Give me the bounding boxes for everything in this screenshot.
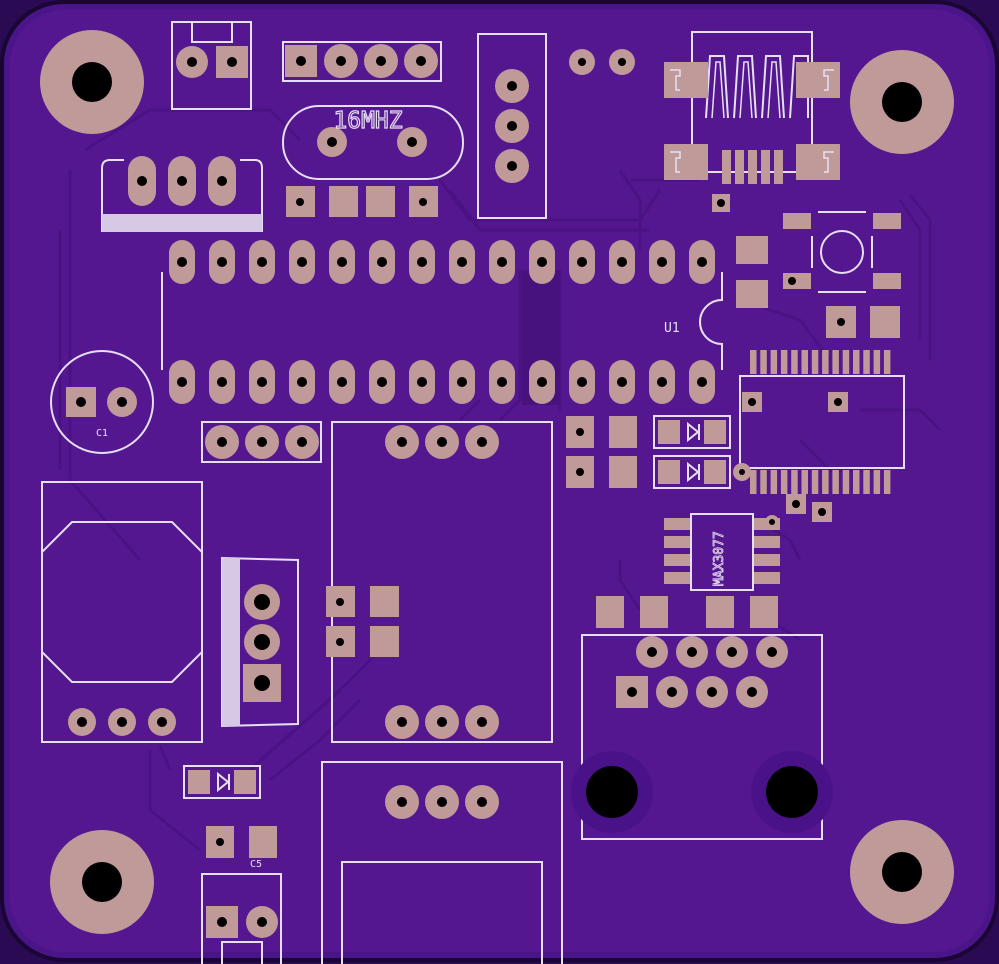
ssop-pin (853, 470, 860, 494)
ssop-pin (853, 350, 860, 374)
ssop-pin (863, 350, 870, 374)
capacitor-c1: C1 (50, 350, 154, 454)
c5-label: C5 (250, 859, 262, 870)
vias-top (569, 49, 635, 75)
ssop-pin (791, 350, 798, 374)
header-3pin-mid (201, 421, 322, 463)
ssop-pin (883, 350, 891, 374)
header-2pin-bottom (201, 873, 282, 964)
ssop-pin (801, 470, 808, 494)
mcu-dip28: U1 (161, 240, 723, 404)
ssop-pin (801, 350, 808, 374)
ssop-pin (760, 470, 767, 494)
ssop-pin (863, 470, 870, 494)
mcu-label: U1 (664, 321, 680, 336)
ssop-pin (873, 350, 881, 374)
header-3pin-vertical (477, 33, 547, 219)
ssop-pin (842, 350, 850, 374)
ssop-pin (832, 350, 839, 374)
traces (58, 108, 942, 852)
crystal-label: 16MHZ (333, 108, 402, 134)
module-footprint (326, 421, 553, 743)
ssop-pin (760, 350, 767, 374)
ssop-pin (750, 470, 757, 494)
rj45-jack (571, 634, 833, 840)
ssop-pin (883, 470, 891, 494)
smd-pair-switch (826, 306, 900, 338)
ssop-pin (822, 350, 829, 374)
ssop-pin (770, 350, 778, 374)
header-2pin-top (171, 21, 252, 110)
capacitor-c5: C5 (206, 826, 277, 870)
c1-label: C1 (96, 428, 108, 439)
ssop-pin (791, 470, 798, 494)
ssop-pin (822, 470, 829, 494)
voltage-regulator (101, 156, 263, 232)
bottom-module (321, 761, 563, 964)
ssop-pin (780, 470, 788, 494)
crystal: 16MHZ (282, 105, 464, 180)
usb-uart-chip (733, 350, 905, 522)
usb-connector (664, 31, 840, 212)
ssop-pin (770, 470, 778, 494)
inductor-footprint (41, 481, 203, 743)
reset-switch[interactable] (783, 211, 901, 293)
ssop-pin (811, 470, 819, 494)
regulator-vertical (221, 556, 299, 728)
diode-bottom (183, 765, 261, 799)
header-4pin-top (282, 41, 442, 82)
ssop-pin (842, 470, 850, 494)
rs485-chip: MAX3077 (664, 513, 780, 591)
ssop-pin (750, 350, 757, 374)
mounting-holes (40, 30, 954, 934)
rs485-label: MAX3077 (712, 531, 727, 586)
ssop-pin (873, 470, 881, 494)
status-leds (566, 415, 731, 489)
smd-pads-rj45 (596, 596, 778, 628)
ssop-pin (811, 350, 819, 374)
ssop-pin (832, 470, 839, 494)
smd-caps-right (736, 236, 768, 308)
ssop-pin (780, 350, 788, 374)
crystal-caps (286, 186, 438, 217)
